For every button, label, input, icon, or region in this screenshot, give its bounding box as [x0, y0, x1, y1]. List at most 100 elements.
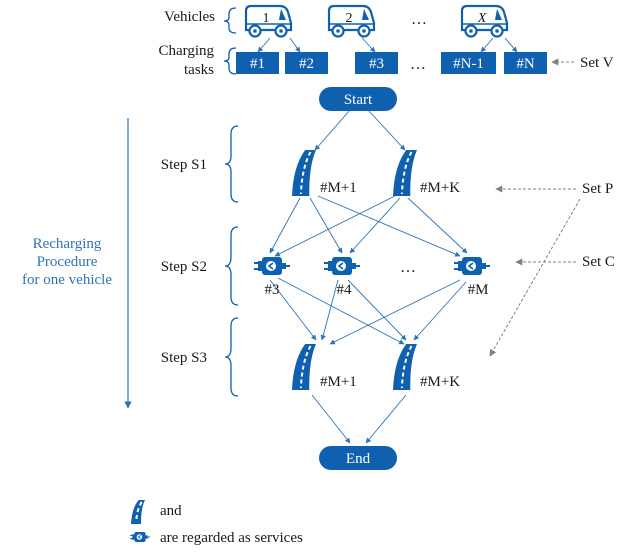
legend: and are regarded as services	[130, 500, 303, 546]
charging-label-line1: Charging	[158, 43, 214, 59]
edge-s2a-s3b	[277, 277, 405, 345]
end-node: End	[319, 446, 397, 470]
edge-s1a-s2c	[317, 195, 461, 257]
procedure-section: Recharging Procedure for one vehicle	[22, 118, 132, 409]
end-label: End	[346, 451, 371, 467]
road-service-node: #M+1	[292, 150, 357, 196]
task-label: #2	[299, 56, 314, 72]
task-box	[236, 52, 279, 74]
set-annotations: Set P Set C	[489, 181, 615, 357]
task-label: #1	[250, 56, 265, 72]
van-icon: 1	[244, 4, 293, 38]
charging-task: #N	[504, 52, 547, 74]
header-section: Vehicles Charging tasks 1 2 X … #1 #2 #3 #N-1…	[158, 4, 614, 78]
vehicle-number: 1	[263, 11, 270, 26]
set-p-label: Set P	[582, 181, 613, 197]
step-s3-label: Step S3	[161, 350, 207, 366]
start-label: Start	[344, 92, 373, 108]
step-s2-brace	[224, 226, 239, 306]
legend-line1: and	[160, 503, 182, 519]
road-icon	[393, 344, 417, 390]
vehicle-item: X	[460, 4, 509, 38]
edge-vehicle2-task3	[361, 37, 376, 53]
step-s3-brace	[224, 317, 239, 397]
vehicle-item: 2	[327, 4, 376, 38]
step-s1-nodes: #M+1 #M+K	[292, 150, 460, 196]
procedure-line3: for one vehicle	[22, 272, 112, 288]
road-icon	[131, 500, 145, 524]
task-box	[504, 52, 547, 74]
node-label: #M+1	[320, 180, 357, 196]
step-s1-label: Step S1	[161, 157, 207, 173]
charger-plug-icon	[324, 257, 360, 275]
task-label: #N	[516, 56, 535, 72]
charger-plug-icon	[254, 257, 290, 275]
graph-edges	[257, 37, 518, 444]
road-icon	[292, 344, 316, 390]
task-box	[285, 52, 328, 74]
task-ellipsis: …	[410, 56, 426, 73]
edge-vehicleX-taskN	[504, 37, 518, 53]
task-label: #N-1	[453, 56, 484, 72]
road-icon	[292, 150, 316, 196]
vehicle-ellipsis: …	[411, 11, 427, 28]
edge-start-s1a	[314, 109, 351, 151]
tasks-brace	[223, 47, 237, 75]
task-box	[441, 52, 496, 74]
edge-vehicleX-taskN1	[480, 37, 494, 53]
step-labels: Step S1 Step S2 Step S3	[161, 125, 239, 397]
step-s1-brace	[224, 125, 239, 203]
node-label: #4	[337, 282, 353, 298]
charger-service-node: #4	[324, 257, 360, 298]
van-icon: X	[460, 4, 509, 38]
task-label: #3	[369, 56, 384, 72]
step-s2-nodes: #3 #4 #M	[254, 257, 490, 298]
vehicle-number: 2	[346, 11, 353, 26]
road-service-node: #M+1	[292, 344, 357, 390]
edge-s3a-end	[311, 394, 351, 444]
edge-s2c-s3a	[329, 279, 461, 345]
road-icon	[393, 150, 417, 196]
step-s3-nodes: #M+1 #M+K	[292, 344, 460, 390]
charging-task: #2	[285, 52, 328, 74]
edge-s1b-s2c	[407, 197, 468, 254]
edge-s1b-s2a	[274, 195, 396, 257]
charger-service-node: #3	[254, 257, 290, 298]
set-c-label: Set C	[582, 254, 615, 270]
road-service-node: #M+K	[393, 150, 460, 196]
charging-task: #N-1	[441, 52, 496, 74]
edge-start-s1b	[367, 109, 406, 151]
vehicle-list: 1 2 X	[244, 4, 509, 38]
task-list: #1 #2 #3 #N-1 #N	[236, 52, 547, 74]
step-s2-label: Step S2	[161, 259, 207, 275]
van-icon: 2	[327, 4, 376, 38]
charger-plug-icon	[454, 257, 490, 275]
charging-label-line2: tasks	[184, 62, 214, 78]
edge-s2b-s3a	[320, 279, 339, 341]
edge-s1a-s2b	[309, 197, 343, 254]
s2-ellipsis: …	[400, 259, 416, 276]
vehicles-brace	[223, 7, 237, 34]
task-box	[355, 52, 398, 74]
node-label: #3	[265, 282, 280, 298]
set-v-label: Set V	[580, 55, 614, 71]
node-label: #M	[468, 282, 489, 298]
edge-s3b-end	[365, 394, 407, 444]
procedure-line1: Recharging	[33, 236, 102, 252]
road-service-node: #M+K	[393, 344, 460, 390]
edge-vehicle1-task1	[257, 37, 271, 53]
start-node: Start	[319, 87, 397, 111]
edge-s2b-s3b	[347, 279, 407, 341]
edge-s2c-s3b	[413, 281, 467, 341]
vehicles-label: Vehicles	[164, 9, 215, 25]
set-p-arrow-s3	[489, 198, 581, 357]
node-label: #M+1	[320, 374, 357, 390]
charger-plug-icon	[130, 532, 150, 542]
edge-s1b-s2b	[349, 197, 401, 254]
charging-task: #1	[236, 52, 279, 74]
node-label: #M+K	[420, 374, 460, 390]
vehicle-number: X	[477, 11, 487, 26]
charging-task: #3	[355, 52, 398, 74]
legend-line2: are regarded as services	[160, 530, 303, 546]
